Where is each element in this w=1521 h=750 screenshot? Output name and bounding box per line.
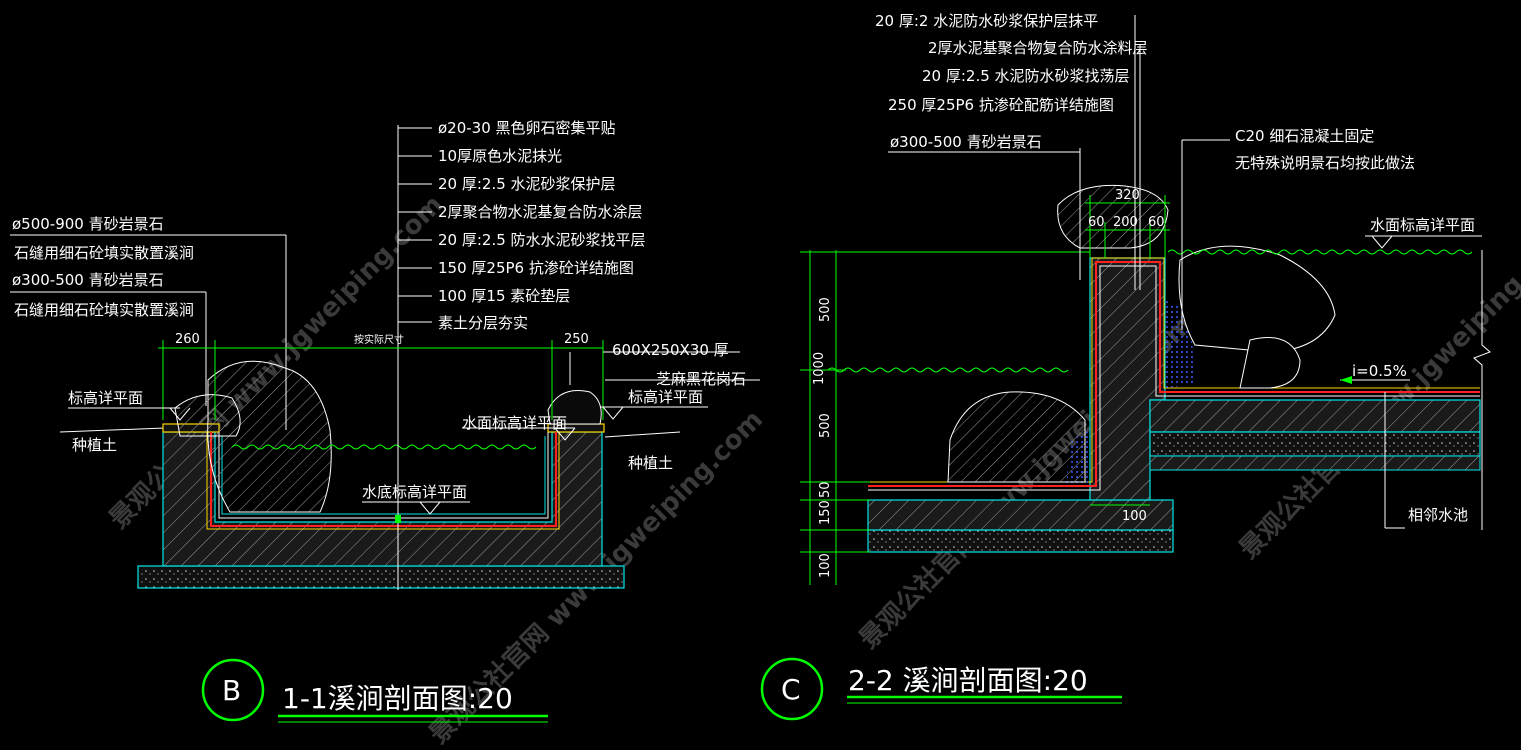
stone-label: ø300-500 青砂岩景石 xyxy=(890,133,1042,151)
note-label: 无特殊说明景石均按此做法 xyxy=(1235,154,1415,172)
layer-label: 20 厚:2.5 防水水泥砂浆找平层 xyxy=(438,231,646,249)
section-c-labels: 20 厚:2 水泥防水砂浆保护层抹平 2厚水泥基聚合物复合防水涂料层 20 厚:… xyxy=(781,12,1475,706)
dim-b: 200 xyxy=(1113,215,1138,230)
section-c-title: 2-2 溪涧剖面图:20 xyxy=(848,664,1088,697)
section-b-title: 1-1溪涧剖面图:20 xyxy=(282,682,513,715)
adjacent-pool-label: 相邻水池 xyxy=(1408,506,1468,524)
dim-bottom: 100 xyxy=(1122,509,1147,524)
vdim-label: 50 xyxy=(818,481,833,498)
layer-label: ø20-30 黑色卵石密集平贴 xyxy=(438,119,616,137)
layer-label: 100 厚15 素砼垫层 xyxy=(438,287,570,305)
title-circle-b xyxy=(201,658,265,722)
base-pad xyxy=(867,529,1174,553)
layer-label: 150 厚25P6 抗渗砼详结施图 xyxy=(438,259,634,277)
stone-label: ø300-500 青砂岩景石 xyxy=(12,271,164,289)
dim-total: 320 xyxy=(1115,188,1140,203)
title-circle-c-label: C xyxy=(781,673,801,706)
paving-label: 芝麻黑花岗石 xyxy=(656,370,746,388)
paving-label: 600X250X30 厚 xyxy=(612,341,729,359)
layer-label: 10厚原色水泥抹光 xyxy=(438,147,562,165)
layer-label: 2厚水泥基聚合物复合防水涂料层 xyxy=(928,39,1148,57)
vdim-label: 1000 xyxy=(812,352,827,385)
soil-label: 种植土 xyxy=(72,436,117,454)
water-surface xyxy=(231,444,537,450)
vdim-label: 100 xyxy=(818,553,833,578)
layer-label: 2厚聚合物水泥基复合防水涂层 xyxy=(438,203,643,221)
layer-label: 20 厚:2.5 水泥砂浆保护层 xyxy=(438,175,616,193)
dim-a: 60 xyxy=(1088,215,1105,230)
elevation-label: 标高详平面 xyxy=(68,389,143,407)
section-b-labels: ø20-30 黑色卵石密集平贴 10厚原色水泥抹光 20 厚:2.5 水泥砂浆保… xyxy=(12,119,746,715)
dim-middle: 按实际尺寸 xyxy=(354,333,404,346)
section-b-drawing xyxy=(10,125,760,723)
stone-label: 石缝用细石砼填实散置溪涧 xyxy=(14,301,194,319)
base-pad xyxy=(137,565,625,589)
water-surface-label: 水面标高详平面 xyxy=(462,414,567,432)
dim-right: 250 xyxy=(564,332,589,347)
soil-label: 种植土 xyxy=(628,454,673,472)
vdim-label: 500 xyxy=(818,297,833,322)
layer-label: 素土分层夯实 xyxy=(438,314,528,332)
title-circle-b-label: B xyxy=(222,674,241,707)
dim-c: 60 xyxy=(1148,215,1165,230)
slope-label: i=0.5% xyxy=(1352,362,1407,380)
note-label: C20 细石混凝土固定 xyxy=(1235,127,1374,145)
bottom-elevation-label: 水底标高详平面 xyxy=(362,483,467,501)
layer-label: 20 厚:2.5 水泥防水砂浆找荡层 xyxy=(922,67,1130,85)
title-circle-c xyxy=(760,657,824,721)
water-surface-label: 水面标高详平面 xyxy=(1370,216,1475,234)
elevation-label: 标高详平面 xyxy=(628,388,703,406)
dim-left: 260 xyxy=(175,332,200,347)
stone-label: ø500-900 青砂岩景石 xyxy=(12,215,164,233)
rock-right xyxy=(547,390,602,425)
rock-large xyxy=(207,360,332,513)
vdim-label: 150 xyxy=(818,500,833,525)
rock-small xyxy=(174,394,241,437)
vdim-label: 500 xyxy=(818,413,833,438)
section-c-drawing xyxy=(760,15,1491,721)
stone-label: 石缝用细石砼填实散置溪涧 xyxy=(14,244,194,262)
rock-left xyxy=(947,391,1086,483)
layer-label: 250 厚25P6 抗渗砼配筋详结施图 xyxy=(888,96,1114,114)
layer-label: 20 厚:2 水泥防水砂浆保护层抹平 xyxy=(875,12,1098,30)
rock-right xyxy=(1178,245,1336,353)
